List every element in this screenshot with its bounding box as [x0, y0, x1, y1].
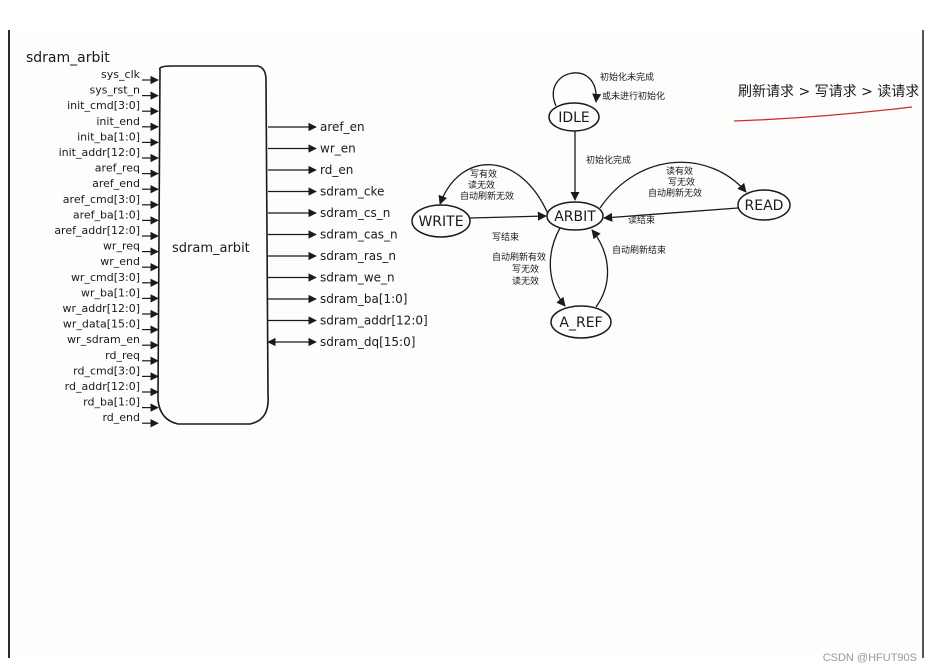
input-label-rd-end: rd_end — [102, 411, 140, 424]
label-idle-self-1: 初始化未完成 — [600, 71, 654, 83]
label-arbit-to-aref-3: 读无效 — [512, 275, 539, 287]
label-arbit-to-read-3: 自动刷新无效 — [648, 187, 702, 199]
module-title: sdram_arbit — [26, 50, 110, 66]
label-aref-to-arbit: 自动刷新结束 — [612, 244, 666, 256]
input-label-aref-req: aref_req — [95, 162, 140, 175]
input-label-wr-end: wr_end — [100, 255, 140, 268]
transition-aref-to-arbit — [592, 230, 608, 307]
watermark: CSDN @HFUT90S — [823, 652, 917, 664]
input-label-init-cmd-3-0: init_cmd[3:0] — [67, 99, 140, 112]
state-arbit-label: ARBIT — [554, 209, 596, 225]
label-arbit-to-write-3: 自动刷新无效 — [460, 190, 514, 202]
output-label-rd-en: rd_en — [320, 163, 353, 177]
state-read-label: READ — [745, 198, 784, 214]
input-label-wr-req: wr_req — [103, 240, 140, 253]
module-box-label: sdram_arbit — [172, 241, 250, 256]
input-label-rd-ba-1-0: rd_ba[1:0] — [83, 396, 140, 409]
state-machine: IDLE 初始化未完成 或未进行初始化 ARBIT 初始化完成 WRITE 写有… — [412, 71, 790, 338]
output-signals: aref_en wr_en rd_en sdram_cke sdram_cs_nsdra… — [268, 120, 428, 349]
label-idle-to-arbit: 初始化完成 — [586, 154, 631, 166]
input-label-aref-cmd-3-0: aref_cmd[3:0] — [63, 193, 140, 206]
input-label-wr-addr-12-0: wr_addr[12:0] — [62, 302, 140, 315]
output-label-sdram-cke: sdram_cke — [320, 185, 384, 199]
input-label-init-addr-12-0: init_addr[12:0] — [59, 146, 140, 159]
label-write-to-arbit: 写结束 — [492, 231, 519, 243]
input-label-sys-rst-n: sys_rst_n — [89, 84, 140, 97]
input-label-wr-data-15-0: wr_data[15:0] — [63, 318, 140, 331]
state-idle-label: IDLE — [558, 110, 590, 126]
input-signals: sys_clk sys_rst_n init_cmd[3:0] init_endini… — [54, 68, 158, 424]
output-label-sdram-ba-1-0: sdram_ba[1:0] — [320, 292, 408, 306]
input-label-rd-req: rd_req — [105, 349, 140, 362]
input-label-wr-cmd-3-0: wr_cmd[3:0] — [71, 271, 140, 284]
input-label-aref-addr-12-0: aref_addr[12:0] — [54, 224, 140, 237]
state-write-label: WRITE — [418, 214, 463, 230]
output-label-sdram-cs-n: sdram_cs_n — [320, 206, 390, 220]
label-arbit-to-aref-2: 写无效 — [512, 263, 539, 275]
label-idle-self-2: 或未进行初始化 — [602, 90, 665, 102]
input-label-wr-ba-1-0: wr_ba[1:0] — [81, 286, 140, 299]
input-label-sys-clk: sys_clk — [101, 68, 141, 81]
label-arbit-to-write-2: 读无效 — [468, 179, 495, 191]
output-label-sdram-addr-12-0: sdram_addr[12:0] — [320, 314, 428, 328]
output-label-aref-en: aref_en — [320, 120, 365, 134]
priority-note: 刷新请求 > 写请求 > 读请求 — [738, 83, 919, 100]
transition-read-to-arbit — [604, 208, 738, 218]
label-arbit-to-read-2: 写无效 — [668, 176, 695, 188]
label-read-to-arbit: 读结束 — [628, 214, 655, 226]
priority-underline — [734, 107, 912, 121]
transition-idle-self — [553, 73, 596, 106]
label-arbit-to-read-1: 读有效 — [666, 165, 693, 177]
output-label-sdram-we-n: sdram_we_n — [320, 271, 395, 285]
transition-write-to-arbit — [470, 216, 546, 218]
state-aref-label: A_REF — [559, 315, 602, 331]
input-label-rd-addr-12-0: rd_addr[12:0] — [65, 380, 140, 393]
input-label-rd-cmd-3-0: rd_cmd[3:0] — [73, 364, 140, 377]
transition-arbit-to-aref — [550, 228, 565, 306]
output-label-wr-en: wr_en — [320, 142, 356, 156]
output-label-sdram-dq-15-0: sdram_dq[15:0] — [320, 335, 415, 349]
label-arbit-to-write-1: 写有效 — [470, 168, 497, 180]
input-label-init-end: init_end — [96, 115, 140, 128]
output-label-sdram-ras-n: sdram_ras_n — [320, 249, 396, 263]
label-arbit-to-aref-1: 自动刷新有效 — [492, 251, 546, 263]
input-label-init-ba-1-0: init_ba[1:0] — [77, 130, 140, 143]
input-label-aref-end: aref_end — [92, 177, 140, 190]
input-label-wr-sdram-en: wr_sdram_en — [67, 333, 140, 346]
output-label-sdram-cas-n: sdram_cas_n — [320, 228, 398, 242]
input-label-aref-ba-1-0: aref_ba[1:0] — [73, 208, 140, 221]
